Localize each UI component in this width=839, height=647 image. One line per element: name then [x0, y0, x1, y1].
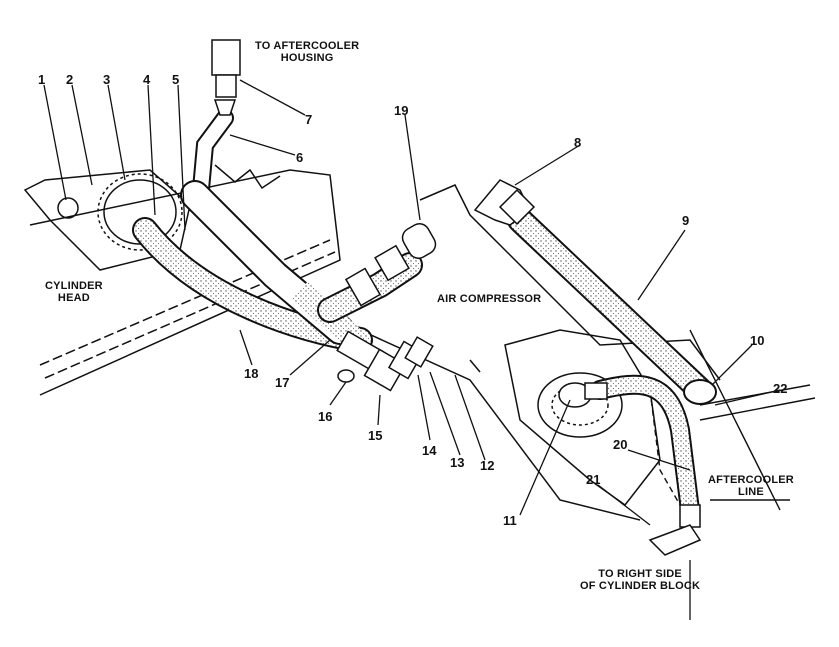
callout-13: 13 [450, 455, 465, 470]
label-line: AFTERCOOLER [708, 474, 794, 486]
callout-10: 10 [750, 333, 765, 348]
label-air-compressor: AIR COMPRESSOR [437, 293, 542, 305]
label-line: HOUSING [280, 52, 334, 64]
callout-18: 18 [244, 366, 259, 381]
tube-7-connector [211, 39, 241, 76]
fitting-11 [558, 382, 608, 408]
label-aftercooler-line: AFTERCOOLER LINE [708, 474, 794, 498]
callout-7: 7 [305, 112, 313, 127]
callout-9: 9 [682, 213, 690, 228]
callout-5: 5 [172, 72, 180, 87]
callout-1: 1 [38, 72, 46, 87]
callout-4: 4 [143, 72, 151, 87]
label-to-right-side: TO RIGHT SIDE OF CYLINDER BLOCK [580, 568, 700, 592]
fitting-10 [683, 379, 717, 405]
fitting-21 [648, 504, 702, 556]
callout-12: 12 [480, 458, 495, 473]
callout-6: 6 [296, 150, 304, 165]
label-to-aftercooler-housing: TO AFTERCOOLER HOUSING [255, 40, 359, 64]
label-line: OF CYLINDER BLOCK [580, 580, 701, 592]
label-line: HEAD [57, 292, 90, 304]
label-line: TO RIGHT SIDE [598, 568, 682, 580]
callout-11: 11 [503, 513, 517, 528]
elbow-8 [473, 179, 536, 226]
callout-20: 20 [613, 437, 628, 452]
label-line: TO AFTERCOOLER [255, 40, 360, 52]
tube-7-fitting [215, 74, 237, 98]
tube-7-nut [213, 99, 237, 116]
callout-3: 3 [103, 72, 111, 87]
callout-14: 14 [422, 443, 437, 458]
label-line: LINE [738, 486, 764, 498]
leader-lines [43, 79, 781, 620]
callout-22: 22 [773, 381, 788, 396]
callout-21: 21 [586, 472, 601, 487]
label-line: CYLINDER [45, 280, 103, 292]
callout-16: 16 [318, 409, 333, 424]
label-cylinder-head: CYLINDER HEAD [45, 280, 103, 304]
callout-8: 8 [574, 135, 582, 150]
fitting-group-12-16 [336, 330, 434, 392]
aftercooler-region [649, 329, 816, 511]
callout-15: 15 [368, 428, 383, 443]
callout-19: 19 [394, 103, 409, 118]
callout-17: 17 [275, 375, 290, 390]
fitting-19 [344, 223, 437, 307]
callout-2: 2 [66, 72, 74, 87]
